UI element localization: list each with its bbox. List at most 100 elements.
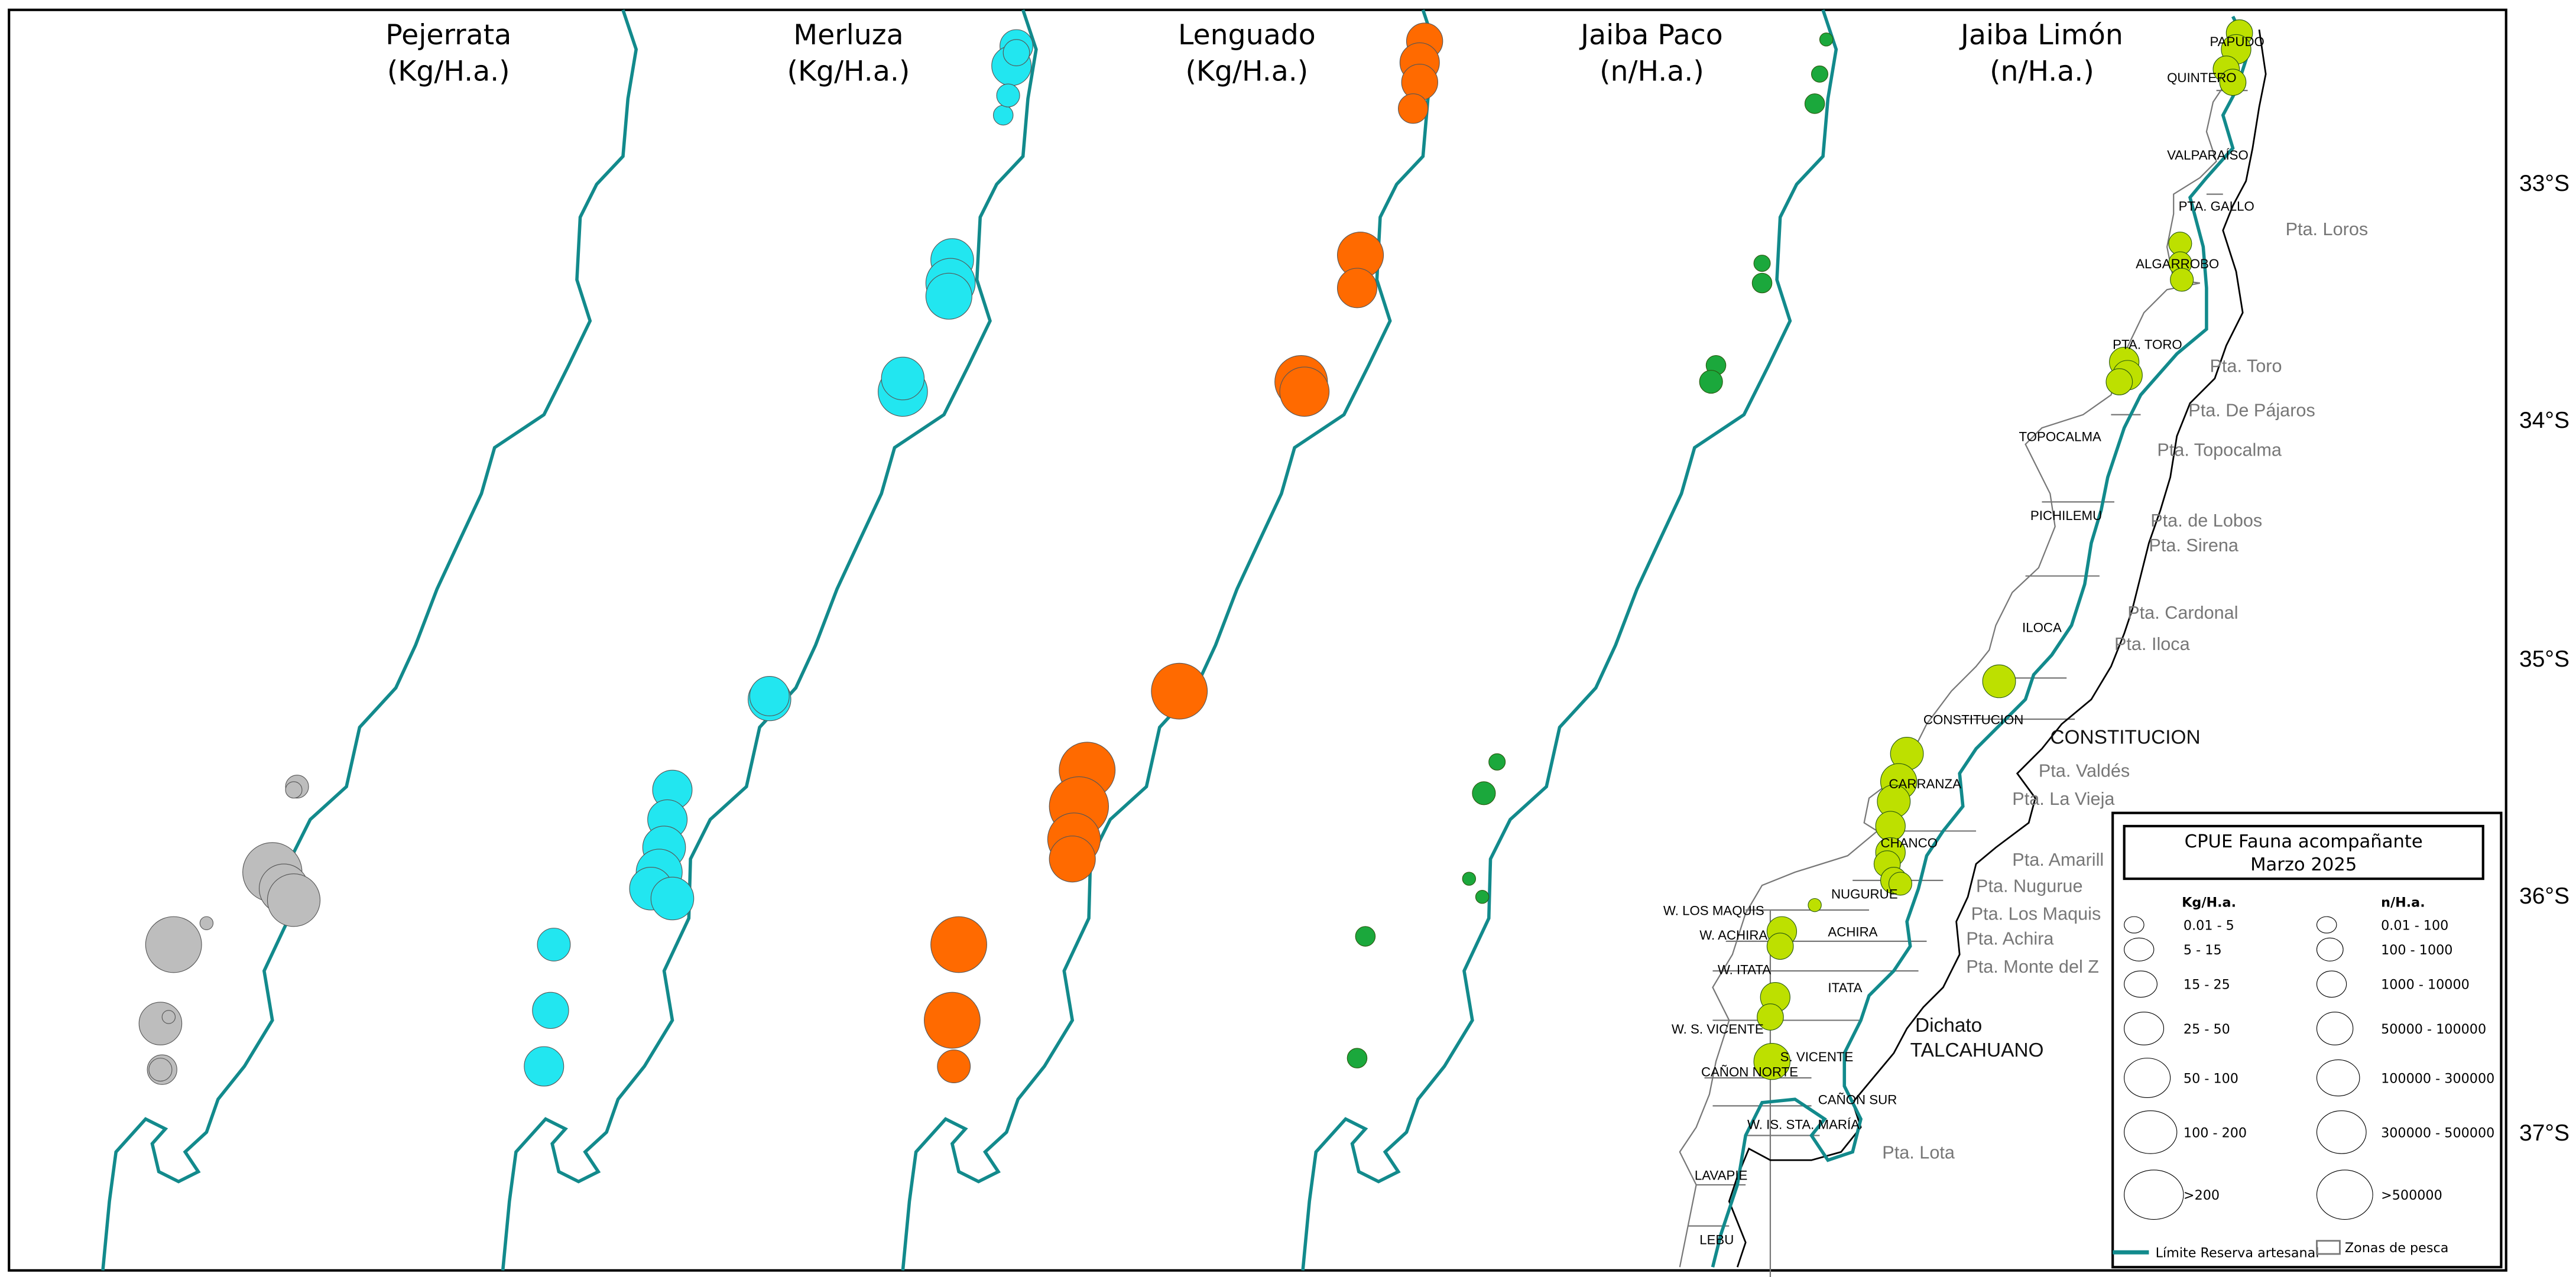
legend-n-circle [2316,916,2337,934]
legend-kg-circle [2124,1012,2165,1045]
zone-label: PTA. GALLO [2179,199,2254,213]
cpue-circle [537,928,571,961]
point-label: Pta. Cardonal [2127,603,2238,623]
legend-kg-circle [2124,970,2158,998]
point-label: Pta. Iloca [2114,634,2191,654]
cpue-circle [996,83,1020,108]
zone-boundaries [1679,59,2248,1277]
zone-label: VALPARAÍSO [2167,148,2249,163]
cpue-circle [1347,1048,1368,1068]
cpue-circle [1475,890,1490,904]
panel-jaiba-limón: Jaiba Limón(n/H.a.) [1753,19,2253,1080]
point-label: Pta. Sirena [2149,535,2238,555]
latitude-label: 37°S [2519,1120,2569,1146]
zone-label: W. ACHIRA [1699,928,1767,943]
cpue-circle [1753,255,1771,272]
legend-line-label: Límite Reserva artesanal [2156,1246,2319,1261]
cpue-circle [1808,898,1822,912]
cpue-circle [1279,366,1330,417]
zone-label: ITATA [1828,980,1862,995]
legend-kg-circle [2124,1058,2171,1099]
legend-kg-class: 50 - 100 [2184,1071,2238,1086]
zone-label: W. IS. STA. MARÍA [1747,1117,1860,1132]
cpue-circle [267,873,321,927]
legend-n-circle [2316,937,2344,961]
cpue-circle [1049,836,1096,883]
panel-pejerrata: Pejerrata (Kg/H.a.) [101,9,638,1271]
legend-kg-class: 0.01 - 5 [2184,918,2234,933]
legend-kg-class: >200 [2184,1188,2220,1203]
panel-unit: (Kg/H.a.) [387,55,510,87]
point-label: Pta. Monte del Z [1966,957,2099,977]
legend-n-class: 300000 - 500000 [2381,1125,2494,1140]
latitude-label: 36°S [2519,883,2569,909]
point-label: Pta. Toro [2210,356,2282,376]
city-label: Dichato [1915,1015,1982,1036]
map-frame [8,8,2507,1272]
panel-merluza: Merluza(Kg/H.a.) [501,9,1038,1271]
point-label: Pta. Los Maquis [1971,904,2101,924]
point-label: Pta. De Pájaros [2188,401,2315,421]
legend-n-class: 50000 - 100000 [2381,1022,2486,1037]
zone-label: W. ITATA [1718,963,1771,977]
panel-lenguado: Lenguado (Kg/H.a.) [901,9,1443,1271]
zone-label: QUINTERO [2167,70,2237,85]
point-label: Pta. Valdés [2039,761,2130,781]
legend: CPUE Fauna acompañante Marzo 2025 Kg/H.a… [2111,811,2503,1269]
zone-swatch [2316,1240,2341,1255]
zone-label: W. LOS MAQUIS [1663,903,1764,918]
zone-label: CAÑON NORTE [1701,1064,1798,1079]
panel-unit: (Kg/H.a.) [1185,55,1308,87]
zone-label: NUGURUE [1831,886,1898,901]
cpue-circle [930,916,987,973]
cpue-circle [1151,662,1208,720]
cpue-circle [161,1010,176,1024]
cpue-circle [1804,93,1825,114]
legend-kg-class: 5 - 15 [2184,943,2222,958]
point-label: Pta. Topocalma [2157,440,2282,460]
legend-box [2111,811,2503,1269]
cpue-circle [1753,1043,1790,1080]
map-labels: PAPUDO QUINTERO VALPARAÍSO PTA. GALLO ALGARR… [1663,34,2368,1247]
point-label: Pta. Amarill [2012,850,2104,870]
zone-label: TOPOCALMA [2019,429,2101,444]
cpue-circle [1819,33,1834,47]
legend-kg-class: 15 - 25 [2184,977,2230,993]
cpue-circle [925,272,972,320]
zone-label: PTA. TORO [2113,337,2182,352]
legend-title-box [2123,824,2484,880]
legend-kg-class: 100 - 200 [2184,1125,2247,1140]
cpue-circle [138,1002,183,1045]
legend-kg-circle [2124,937,2155,961]
legend-subtitle: Marzo 2025 [2250,854,2357,875]
panel-unit: (Kg/H.a.) [787,55,910,87]
cpue-circle [881,356,925,401]
legend-kg-circle [2124,1169,2184,1220]
zone-label: CONSTITUCION [1923,712,2023,727]
cpue-circle [524,1046,564,1087]
panel-title: Pejerrata [385,19,511,51]
point-label: Pta. Achira [1966,928,2054,948]
cpue-circle [145,916,202,973]
zone-label: PAPUDO [2210,34,2264,49]
zone-label: ALGARROBO [2136,256,2219,271]
cpue-circle [1355,926,1376,947]
zone-label: ACHIRA [1828,925,1877,940]
latitude-label: 35°S [2519,646,2569,672]
zone-label: LEBU [1699,1232,1734,1247]
zone-label: LAVAPIE [1695,1168,1748,1183]
legend-kg-circle [2124,1110,2178,1154]
legend-n-class: >500000 [2381,1188,2442,1203]
point-label: Pta. Lota [1882,1142,1955,1162]
cpue-circle [1766,932,1794,960]
legend-n-header: n/H.a. [2381,895,2425,910]
cpue-circle [1336,268,1377,308]
cpue-circle [650,876,695,921]
panel-title: Lenguado [1178,19,1316,51]
point-label: Pta. Loros [2286,219,2369,239]
reserve-limit-line [101,9,638,1271]
city-label: CONSTITUCION [2050,727,2200,749]
zone-label: CAÑON SUR [1818,1093,1897,1107]
cpue-circle [1398,93,1429,124]
zone-label: S. VICENTE [1780,1049,1854,1064]
